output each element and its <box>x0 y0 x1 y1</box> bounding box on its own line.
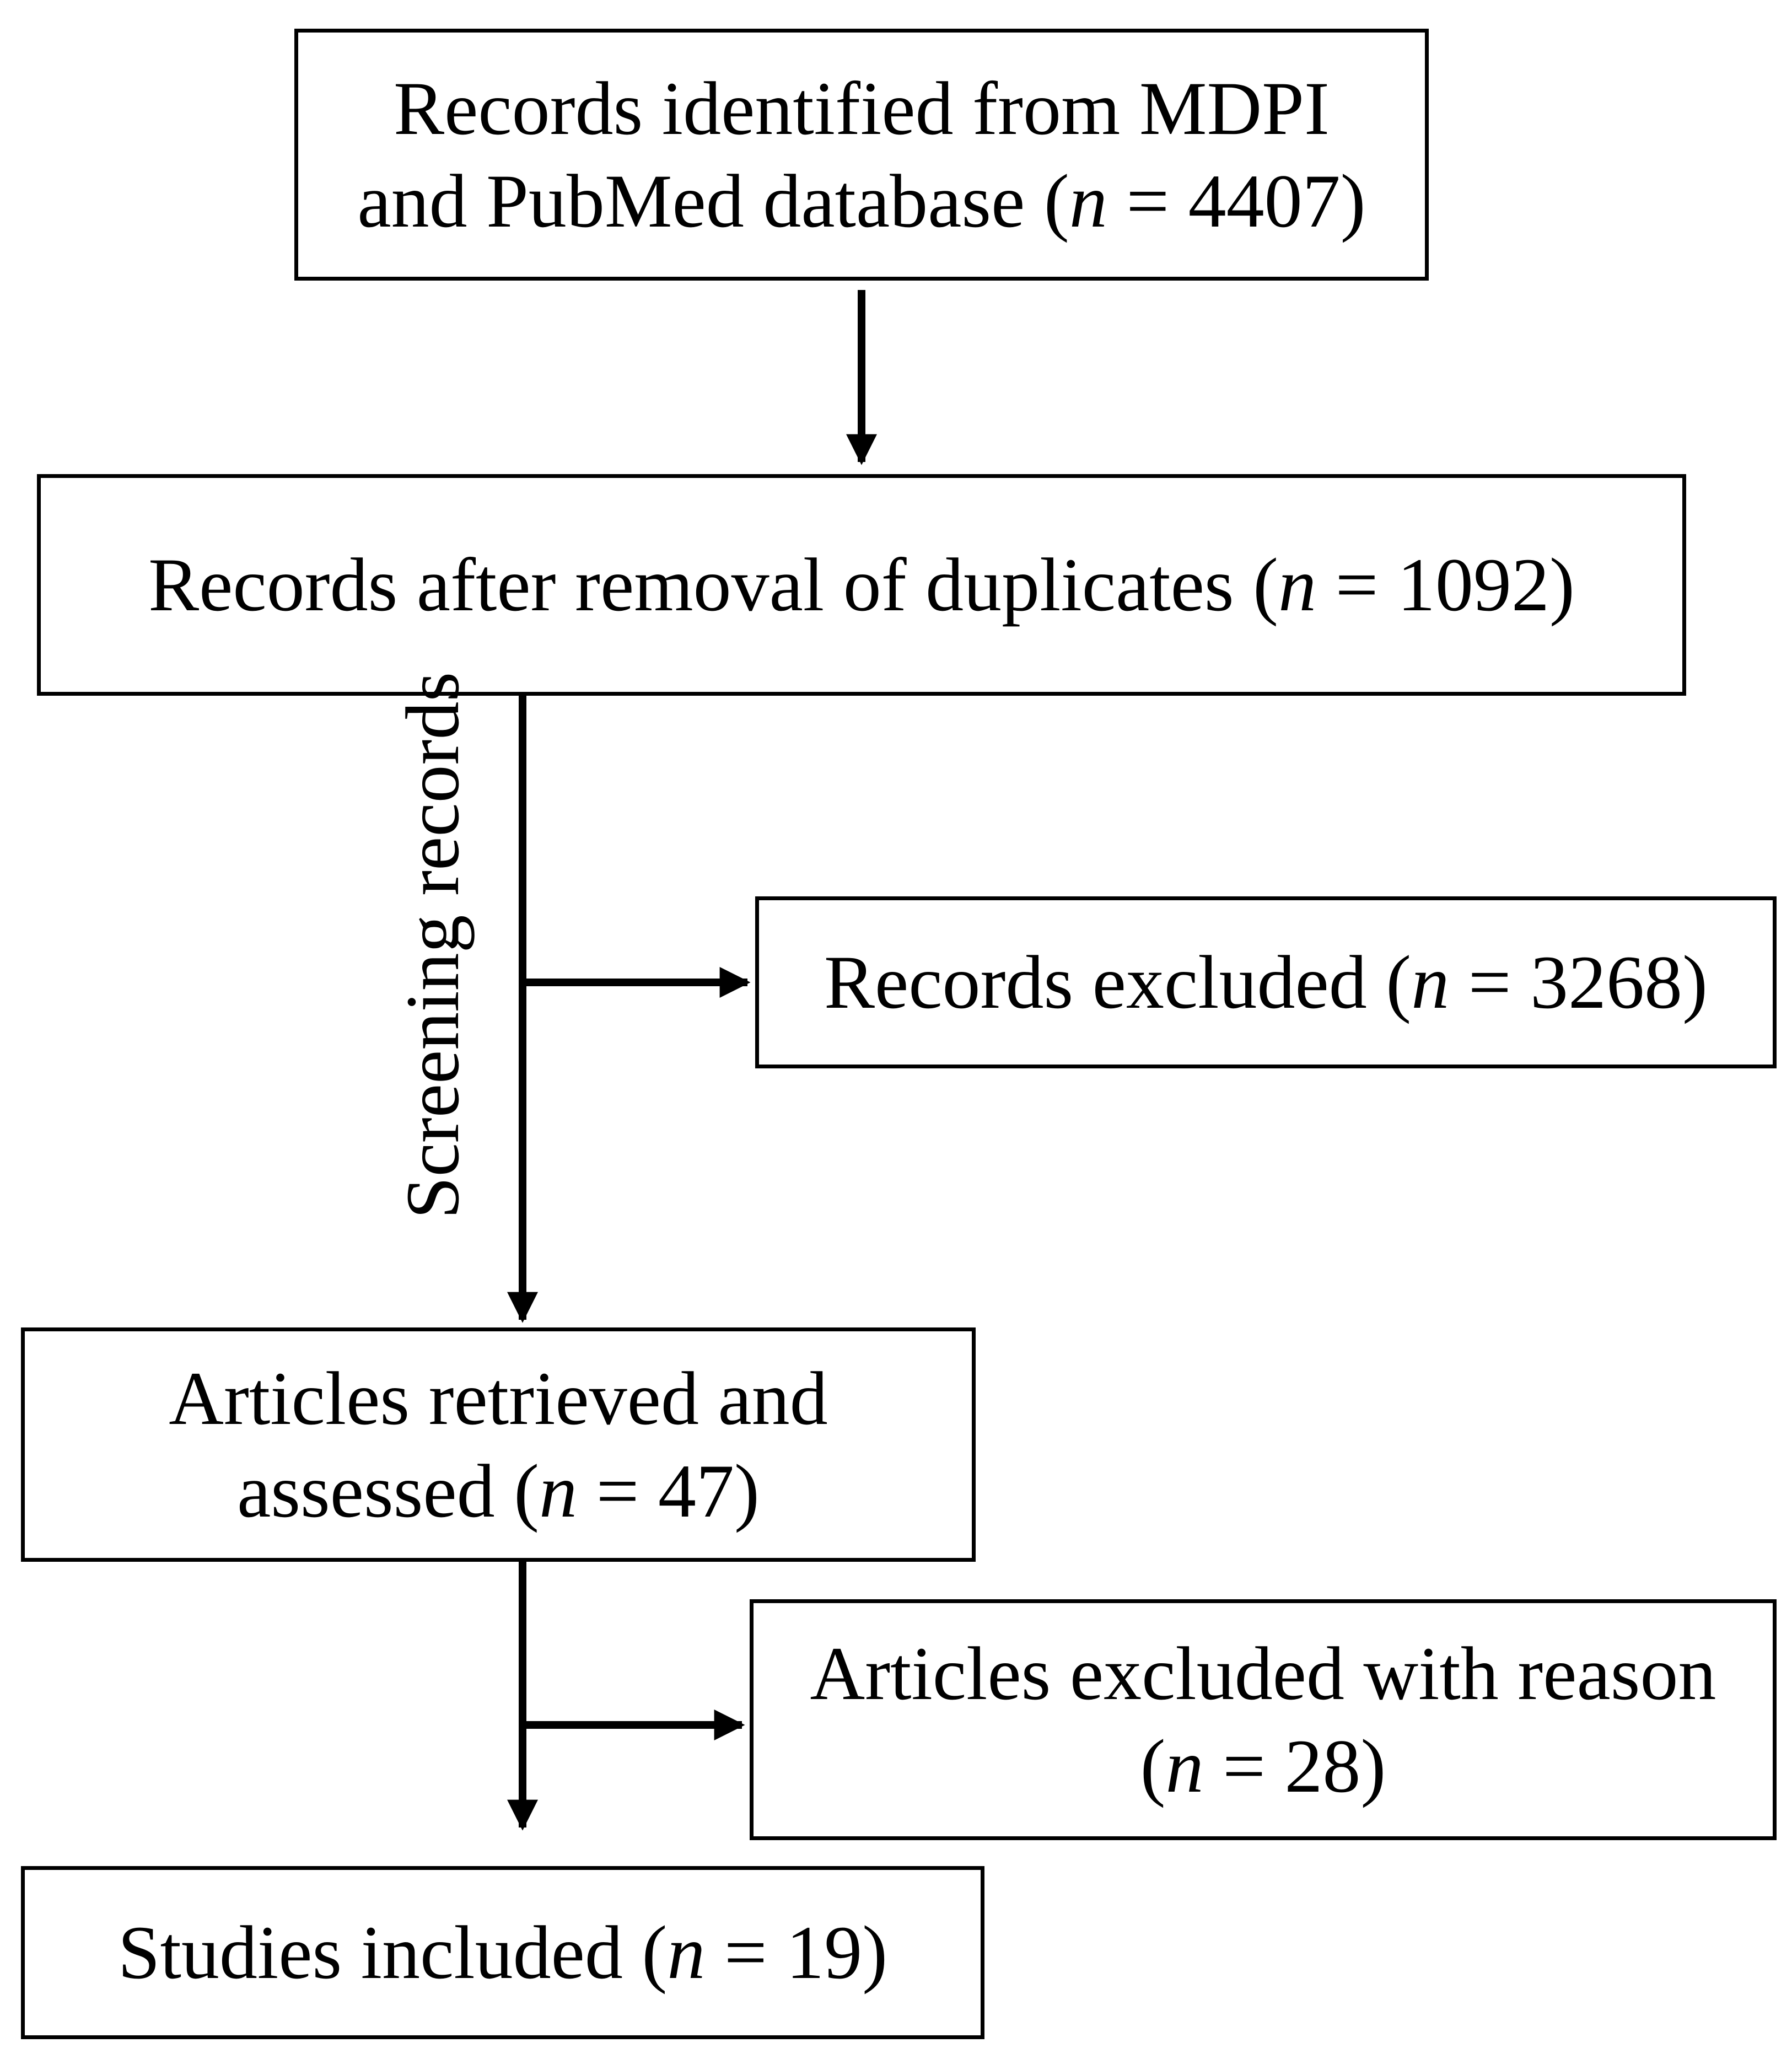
records-identified-line2: and PubMed database (n = 4407) <box>357 158 1366 243</box>
records-excluded-text: Records excluded (n = 3268) <box>824 940 1708 1024</box>
records-after-duplicates-box: Records after removal of duplicates (n =… <box>37 474 1686 696</box>
records-identified-box: Records identified from MDPI and PubMed … <box>294 29 1429 281</box>
records-identified-line1: Records identified from MDPI <box>394 66 1330 150</box>
records-after-duplicates-text: Records after removal of duplicates (n =… <box>148 542 1575 627</box>
articles-excluded-line1: Articles excluded with reason <box>810 1631 1716 1716</box>
studies-included-box: Studies included (n = 19) <box>21 1866 984 2039</box>
n-symbol: n <box>1069 158 1107 243</box>
n-symbol: n <box>1165 1723 1204 1808</box>
n-symbol: n <box>539 1448 578 1533</box>
articles-retrieved-box: Articles retrieved and assessed (n = 47) <box>21 1327 976 1562</box>
n-symbol: n <box>1278 542 1317 627</box>
articles-retrieved-line2: assessed (n = 47) <box>237 1448 760 1533</box>
n-symbol: n <box>1411 940 1450 1024</box>
studies-included-text: Studies included (n = 19) <box>117 1910 888 1995</box>
screening-records-label: Screening records <box>390 671 475 1219</box>
records-excluded-box: Records excluded (n = 3268) <box>755 896 1777 1068</box>
articles-excluded-line2: (n = 28) <box>1140 1723 1386 1808</box>
articles-excluded-box: Articles excluded with reason (n = 28) <box>750 1599 1777 1840</box>
n-symbol: n <box>667 1910 706 1995</box>
articles-retrieved-line1: Articles retrieved and <box>169 1356 828 1440</box>
